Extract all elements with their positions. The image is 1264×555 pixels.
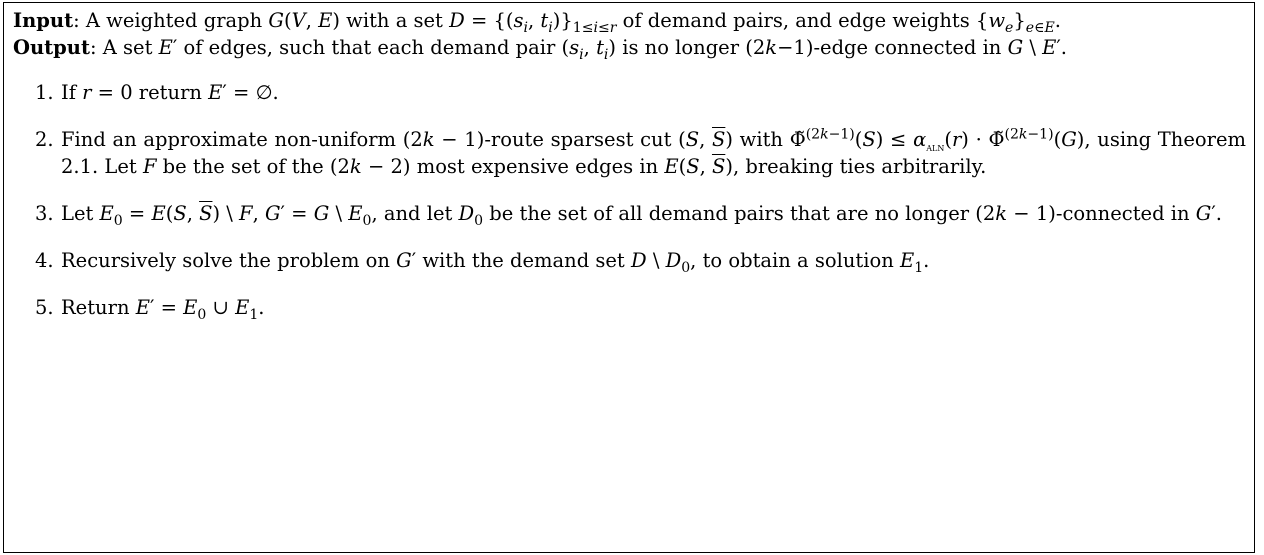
output-line: Output: A set E′ of edges, such that eac… xyxy=(13,36,1067,63)
output-label: Output xyxy=(13,36,90,59)
step-5: 5. Return E′ = E0 ∪ E1. xyxy=(35,296,265,323)
step-4: 4. Recursively solve the problem on G′ w… xyxy=(35,249,930,276)
step-2: 2. Find an approximate non-uniform (2k −… xyxy=(35,126,1247,178)
algorithm-box: Input: A weighted graph G(V, E) with a s… xyxy=(3,2,1255,553)
input-label: Input xyxy=(13,9,74,32)
input-line: Input: A weighted graph G(V, E) with a s… xyxy=(13,9,1061,36)
step-3: 3. Let E0 = E(S, S) \ F, G′ = G \ E0, an… xyxy=(35,202,1222,229)
step-list: 1. If r = 0 return E′ = ∅. 2. Find an ap… xyxy=(13,79,1247,323)
step-1: 1. If r = 0 return E′ = ∅. xyxy=(35,81,279,104)
